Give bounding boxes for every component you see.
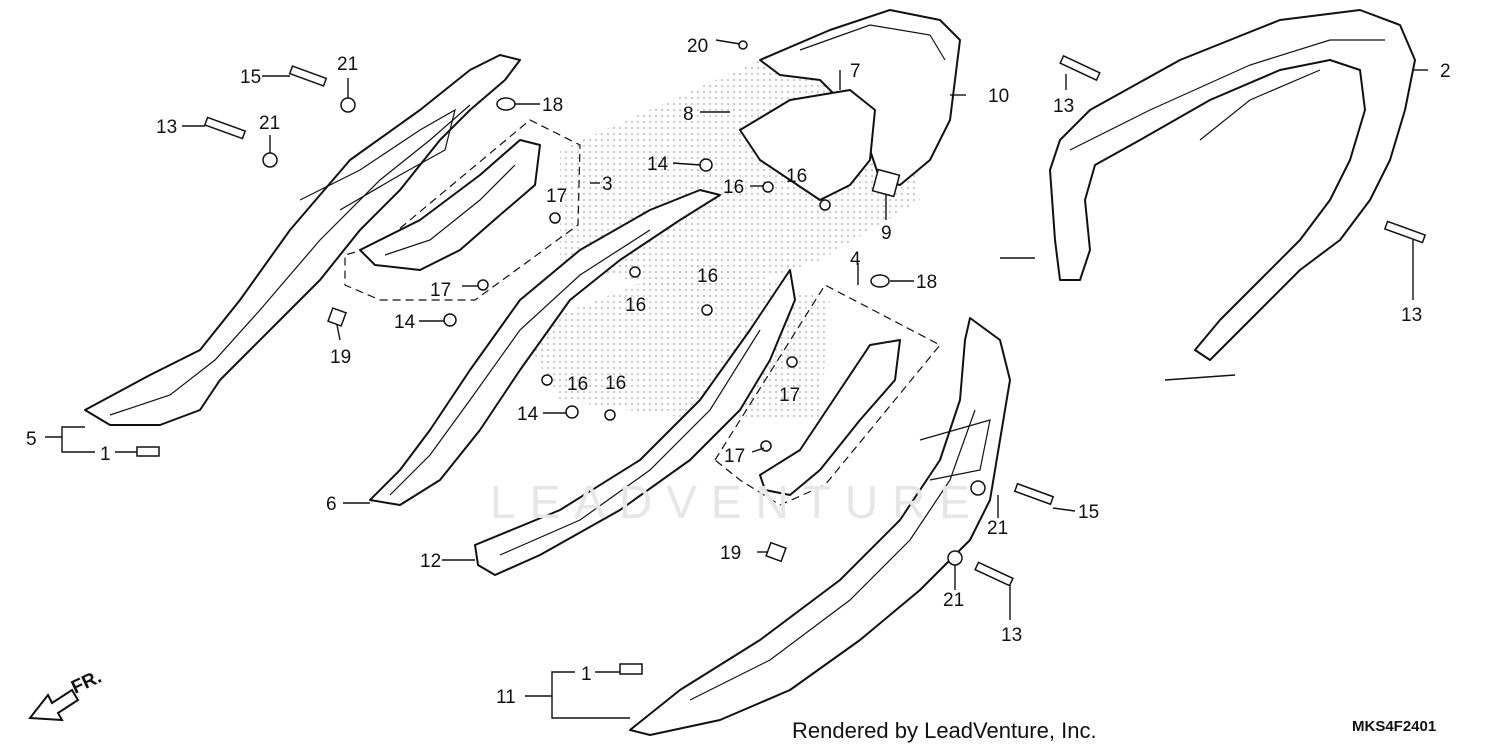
callout-3: 3: [602, 174, 613, 195]
diagram-code: MKS4F2401: [1352, 718, 1437, 735]
callout-labels: 1 1 2 3 4 5 6 7 8 9 10 11 12 13 13 13 13…: [26, 36, 1451, 708]
callout-19: 19: [720, 543, 741, 564]
front-direction-arrow: FR.: [28, 667, 105, 722]
callout-17: 17: [430, 280, 451, 301]
callout-9: 9: [881, 223, 892, 244]
callout-16: 16: [723, 177, 744, 198]
callout-21: 21: [337, 54, 358, 75]
callout-15: 15: [240, 67, 261, 88]
callout-18: 18: [542, 95, 563, 116]
callout-21: 21: [259, 113, 280, 134]
watermark: LEADVENTURE: [490, 476, 984, 528]
callout-21: 21: [987, 518, 1008, 539]
callout-6: 6: [326, 494, 337, 515]
callout-13: 13: [1401, 305, 1422, 326]
part-7-tail-cover[interactable]: [739, 89, 876, 201]
callout-16: 16: [567, 374, 588, 395]
callout-17: 17: [779, 385, 800, 406]
part-3-bracket[interactable]: [344, 119, 581, 301]
callout-18: 18: [916, 272, 937, 293]
callout-17: 17: [546, 186, 567, 207]
callout-11: 11: [496, 687, 516, 708]
fastener-bolts: [136, 40, 1427, 675]
part-4-bracket[interactable]: [714, 284, 941, 506]
callout-14: 14: [517, 404, 539, 425]
callout-13: 13: [1053, 96, 1074, 117]
callout-15: 15: [1078, 502, 1099, 523]
callout-16: 16: [697, 266, 718, 287]
callout-21: 21: [943, 590, 964, 611]
callout-12: 12: [420, 551, 441, 572]
callout-1: 1: [100, 444, 111, 465]
callout-8: 8: [683, 104, 694, 125]
callout-17: 17: [724, 446, 745, 467]
callout-14: 14: [647, 154, 669, 175]
callout-10: 10: [988, 86, 1009, 107]
callout-2: 2: [1440, 61, 1451, 82]
part-11-right-side-cover[interactable]: [629, 317, 1011, 736]
part-12-lower-frame[interactable]: [474, 269, 796, 576]
part-6-center-cover[interactable]: [369, 189, 721, 506]
callout-4: 4: [850, 249, 861, 270]
callout-16: 16: [605, 373, 626, 394]
callout-13: 13: [156, 117, 177, 138]
rendered-by-footer: Rendered by LeadVenture, Inc.: [792, 718, 1097, 743]
callout-20: 20: [687, 36, 708, 57]
part-2-grab-rail[interactable]: [1049, 9, 1416, 361]
callout-7: 7: [850, 61, 861, 82]
callout-5: 5: [26, 429, 37, 450]
callout-14: 14: [394, 312, 416, 333]
part-9-clip[interactable]: [871, 168, 901, 198]
callout-1: 1: [581, 664, 592, 685]
leader-lines: [45, 39, 1428, 719]
callout-16: 16: [625, 295, 646, 316]
part-5-left-side-cover[interactable]: [84, 54, 521, 426]
callout-13: 13: [1001, 625, 1022, 646]
callout-16: 16: [786, 166, 807, 187]
callout-19: 19: [330, 347, 351, 368]
